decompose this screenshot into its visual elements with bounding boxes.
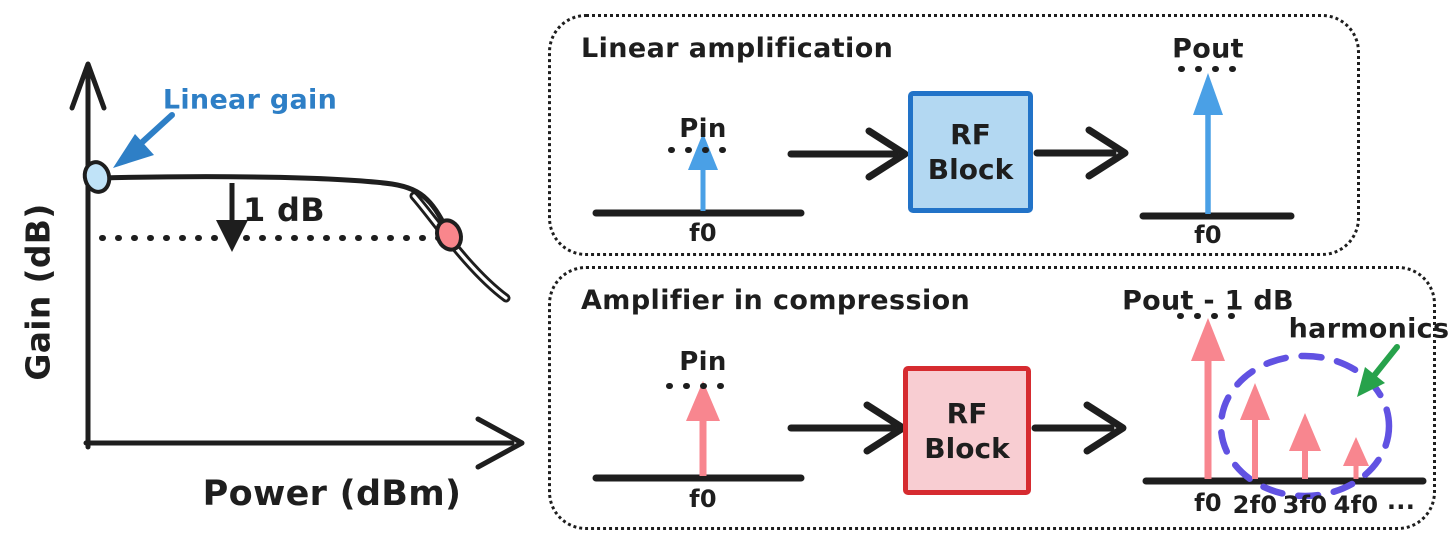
compression-box-title: Amplifier in compression xyxy=(581,285,971,316)
output-2f0-arrow-head-icon xyxy=(1240,383,1270,420)
linear-gain-point-marker xyxy=(82,160,112,194)
y-axis-label: Gain (dB) xyxy=(18,203,58,381)
pout-minus-1db-label: Pout - 1 dB xyxy=(1122,285,1294,317)
x-axis-arrowhead-icon xyxy=(475,416,525,470)
rf-block-label-line1: RF xyxy=(946,396,988,430)
pin-label: Pin xyxy=(679,347,727,377)
y-axis-arrowhead-icon xyxy=(69,61,107,111)
input-tone-arrow-head-icon xyxy=(686,381,720,421)
pout-label: Pout xyxy=(1172,33,1244,65)
gain-chart-canvas xyxy=(69,61,525,470)
output-f0-arrow-head-icon xyxy=(1191,318,1225,361)
linear-box-title: Linear amplification xyxy=(581,33,894,64)
pin-label: Pin xyxy=(679,114,727,144)
rf-block-label-line2: Block xyxy=(927,153,1014,186)
freq-label-f0: f0 xyxy=(1194,489,1222,517)
output-4f0-arrow-head-icon xyxy=(1343,437,1369,466)
rf-block-compression: RF Block xyxy=(903,366,1031,495)
freq-label-4f0: 4f0 xyxy=(1333,491,1379,519)
flow-arrow-out-head-icon xyxy=(1083,401,1127,455)
compression-box: Amplifier in compression xyxy=(548,266,1449,530)
output-tone-arrow-head-icon xyxy=(1193,73,1223,115)
linear-gain-annotation-arrow-head-icon xyxy=(113,134,154,168)
harmonics-ellipse xyxy=(1217,352,1393,500)
freq-label-ellipsis: ... xyxy=(1386,487,1416,515)
harmonics-annotation-arrow-shaft xyxy=(1370,344,1400,380)
harmonics-label: harmonics xyxy=(1288,313,1450,345)
linear-box-canvas xyxy=(592,66,1295,220)
linear-amplification-box: Linear amplification RF Block Pin f0 Pou… xyxy=(548,14,1360,256)
linear-gain-annotation-arrow-shaft xyxy=(135,112,175,149)
pin-freq-label: f0 xyxy=(689,219,717,247)
flow-arrow-out-head-icon xyxy=(1085,126,1129,180)
rf-block-label-line1: RF xyxy=(950,118,991,151)
pout-freq-label: f0 xyxy=(1194,221,1222,249)
x-axis-label: Power (dBm) xyxy=(202,474,462,514)
freq-label-3f0: 3f0 xyxy=(1282,491,1328,519)
compression-box-canvas xyxy=(592,313,1427,500)
pin-freq-label: f0 xyxy=(689,485,717,513)
one-db-label: 1 dB xyxy=(243,191,325,229)
output-3f0-arrow-head-icon xyxy=(1289,413,1321,451)
one-db-arrow-head-icon xyxy=(216,220,248,252)
compression-point-marker xyxy=(435,218,463,252)
linear-gain-label: Linear gain xyxy=(162,84,338,116)
rf-block-linear: RF Block xyxy=(908,91,1033,213)
rf-block-label-line2: Block xyxy=(924,431,1010,465)
harmonics-annotation-arrow-head-icon xyxy=(1357,367,1385,397)
flow-arrow-in-head-icon xyxy=(865,127,909,181)
freq-label-2f0: 2f0 xyxy=(1232,491,1278,519)
